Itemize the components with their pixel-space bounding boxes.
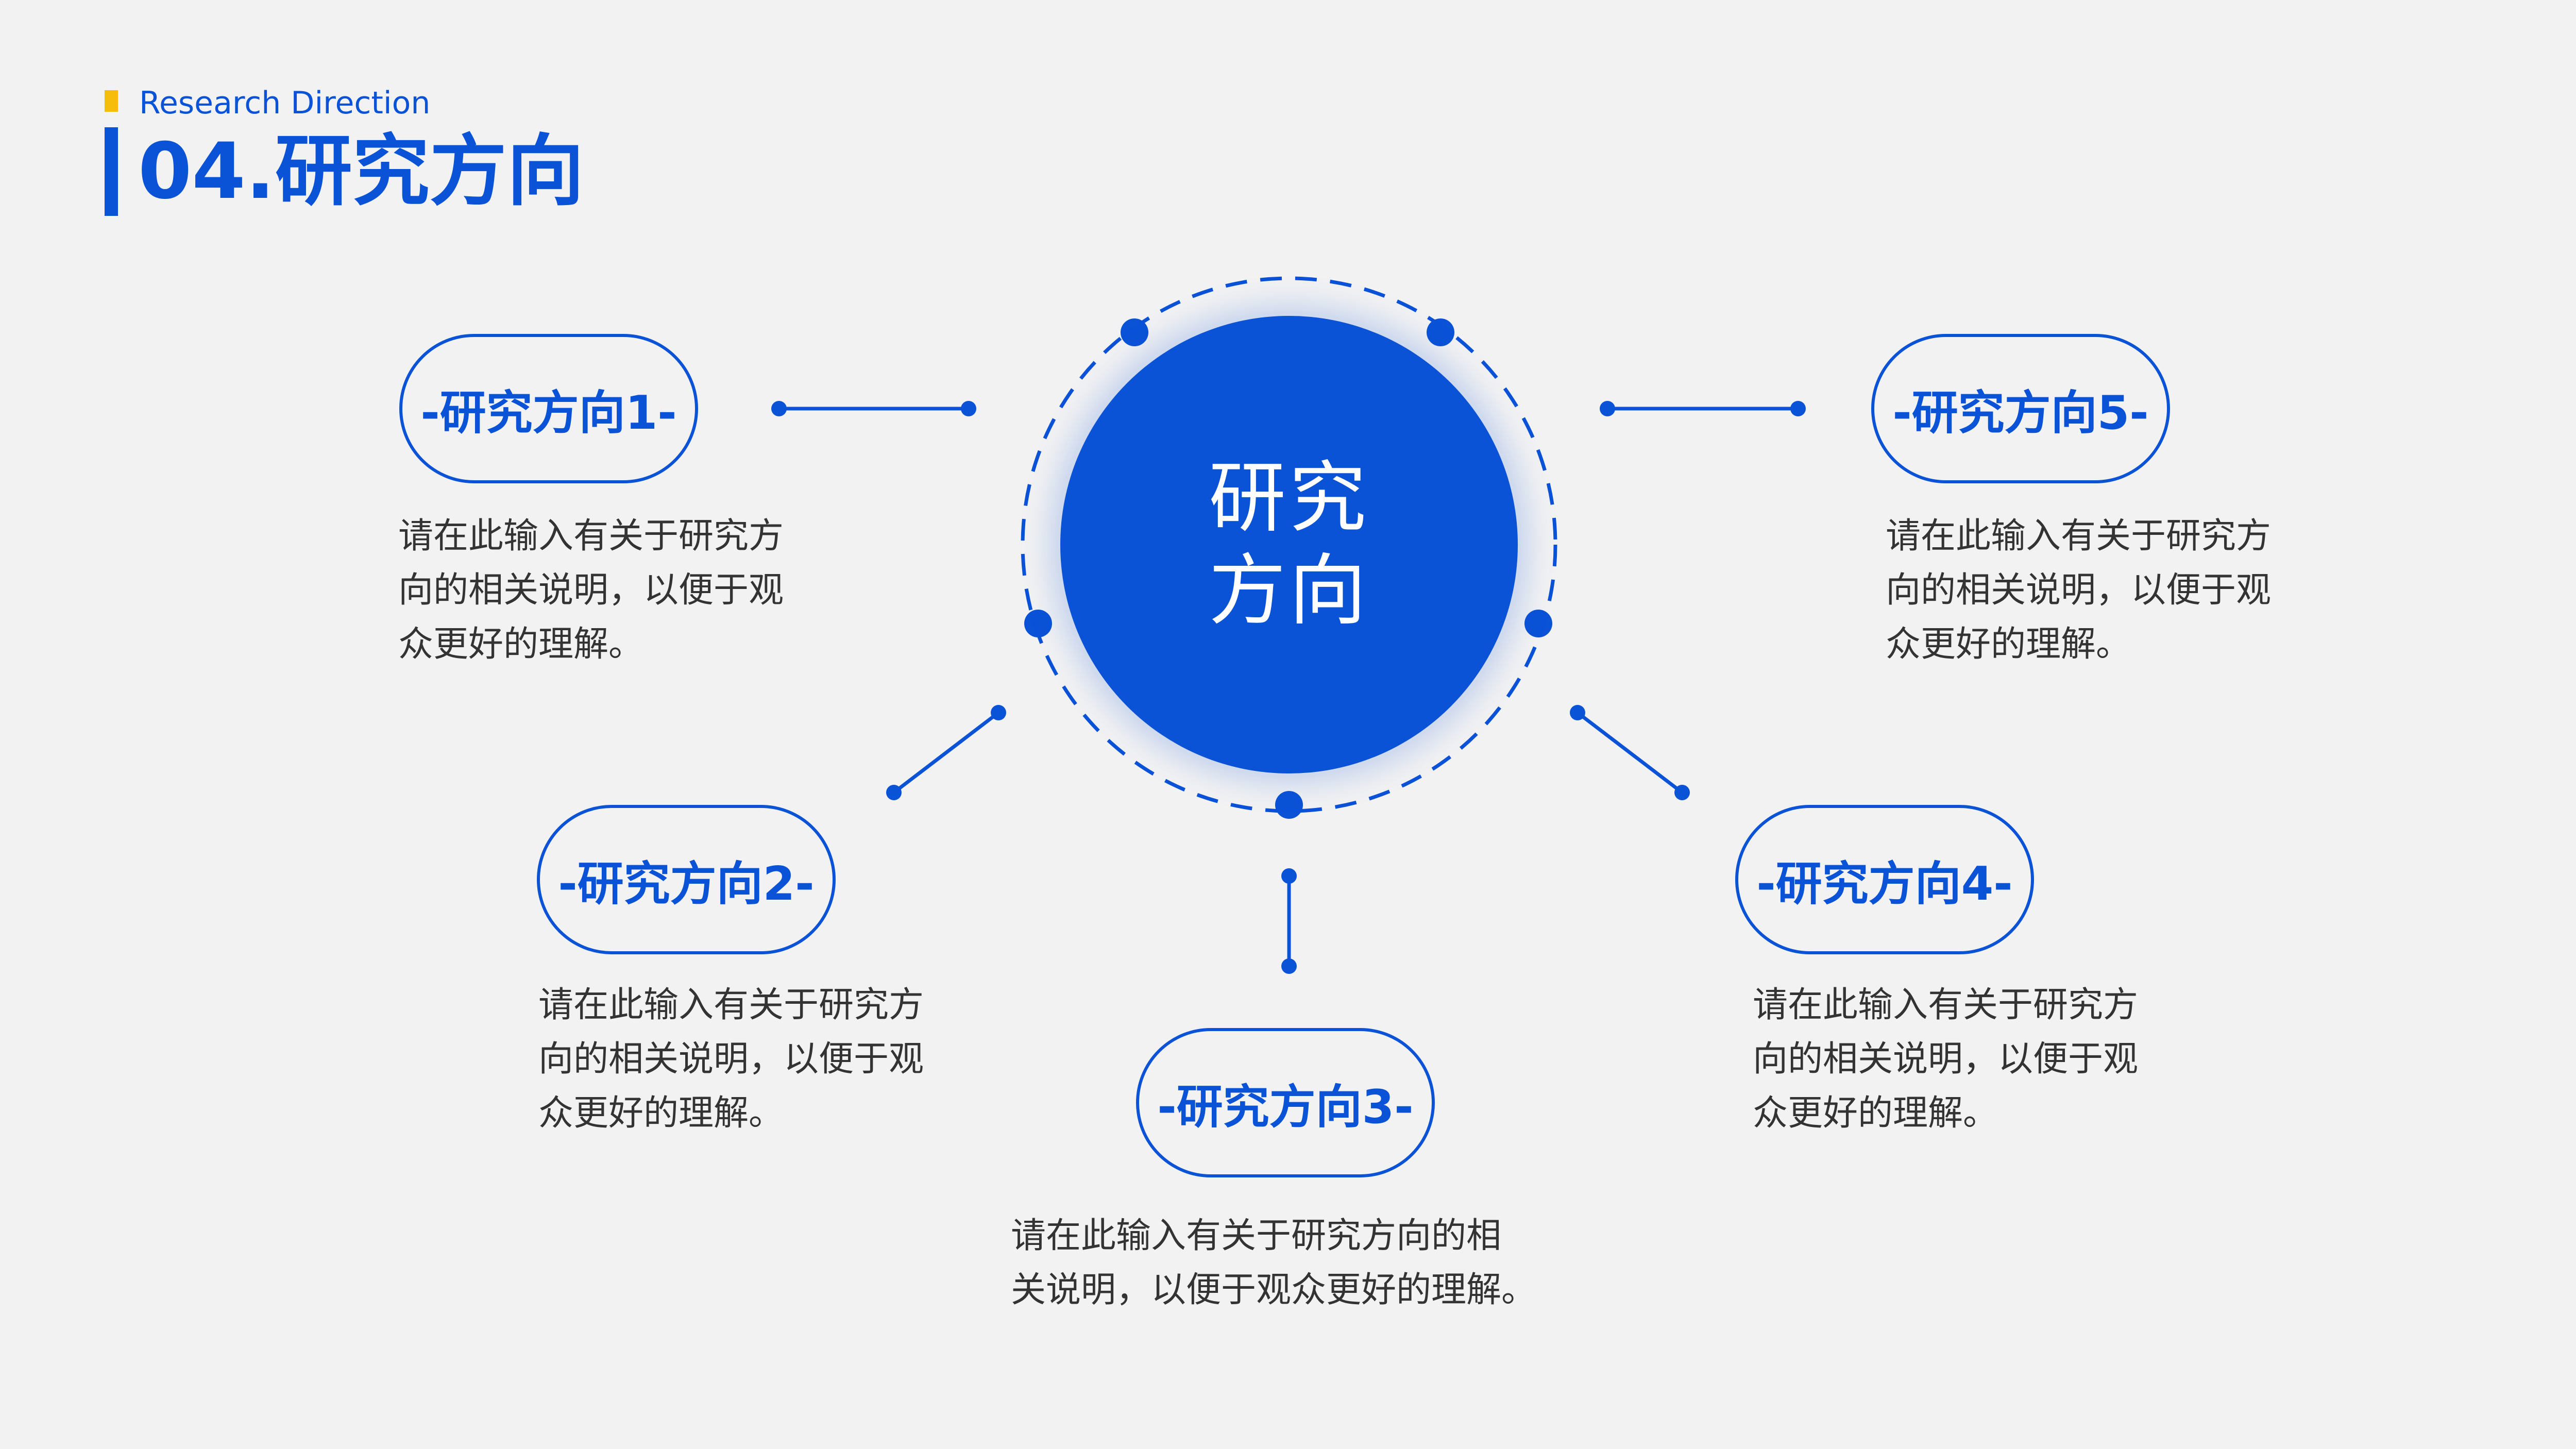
- direction-1-label: -研究方向1-: [420, 386, 677, 440]
- direction-5-desc-line: 请在此输入有关于研究方: [1886, 516, 2272, 557]
- orbit-dot-bottom: [1275, 791, 1303, 819]
- center-text-line-1: 研究: [1208, 453, 1369, 543]
- direction-4-pill: -研究方向4-: [1735, 805, 2034, 954]
- connector-endpoint-1a: [771, 401, 787, 416]
- direction-1-desc-line: 请在此输入有关于研究方: [398, 516, 784, 557]
- direction-3-pill: -研究方向3-: [1136, 1028, 1435, 1177]
- orbit-dot-top-right: [1427, 318, 1454, 346]
- connector-endpoint-4a: [1570, 705, 1585, 720]
- connector-endpoint-1b: [961, 401, 976, 416]
- orbit-dot-right: [1524, 610, 1552, 637]
- dashed-orbit-ring: [1021, 276, 1557, 813]
- connector-endpoint-5a: [1600, 401, 1615, 416]
- connector-endpoint-2b: [886, 785, 902, 800]
- direction-5-description: 请在此输入有关于研究方 向的相关说明，以便于观 众更好的理解。: [1886, 509, 2271, 671]
- direction-2-pill: -研究方向2-: [537, 805, 836, 954]
- connector-line-2: [892, 711, 1000, 794]
- direction-2-desc-line: 众更好的理解。: [538, 1093, 784, 1134]
- page-title: 04.研究方向: [138, 127, 584, 216]
- connector-line-4: [1576, 711, 1684, 794]
- center-circle: 研究 方向: [1060, 316, 1518, 773]
- direction-4-desc-line: 众更好的理解。: [1753, 1093, 1998, 1134]
- direction-1-desc-line: 众更好的理解。: [398, 624, 644, 665]
- direction-4-label: -研究方向4-: [1756, 857, 2013, 911]
- center-text-line-2: 方向: [1208, 546, 1369, 636]
- connector-endpoint-2a: [991, 705, 1006, 720]
- direction-5-pill: -研究方向5-: [1871, 334, 2170, 483]
- direction-4-desc-line: 向的相关说明，以便于观: [1753, 1039, 2139, 1080]
- direction-2-description: 请在此输入有关于研究方 向的相关说明，以便于观 众更好的理解。: [538, 978, 924, 1140]
- header-accent-blue: [105, 127, 118, 216]
- direction-2-desc-line: 向的相关说明，以便于观: [538, 1039, 924, 1080]
- direction-3-label: -研究方向3-: [1157, 1080, 1414, 1134]
- direction-2-desc-line: 请在此输入有关于研究方: [538, 985, 924, 1025]
- connector-endpoint-3a: [1281, 868, 1297, 884]
- direction-4-desc-line: 请在此输入有关于研究方: [1753, 985, 2139, 1025]
- header-subtitle: Research Direction: [139, 85, 431, 121]
- orbit-dot-top-left: [1121, 318, 1148, 346]
- header-accent-yellow: [105, 90, 118, 112]
- direction-3-desc-line: 关说明，以便于观众更好的理解。: [1011, 1270, 1537, 1310]
- direction-1-pill: -研究方向1-: [399, 334, 698, 483]
- direction-4-description: 请在此输入有关于研究方 向的相关说明，以便于观 众更好的理解。: [1753, 978, 2138, 1140]
- direction-1-desc-line: 向的相关说明，以便于观: [398, 570, 784, 611]
- direction-2-label: -研究方向2-: [558, 857, 815, 911]
- connector-endpoint-3b: [1281, 958, 1297, 974]
- direction-5-desc-line: 向的相关说明，以便于观: [1886, 570, 2272, 611]
- connector-endpoint-4b: [1674, 785, 1690, 800]
- orbit-dot-left: [1024, 610, 1052, 637]
- direction-1-description: 请在此输入有关于研究方 向的相关说明，以便于观 众更好的理解。: [398, 509, 784, 671]
- direction-5-label: -研究方向5-: [1892, 386, 2149, 440]
- connector-endpoint-5b: [1790, 401, 1806, 416]
- direction-3-description: 请在此输入有关于研究方向的相 关说明，以便于观众更好的理解。: [1011, 1209, 1536, 1317]
- direction-3-desc-line: 请在此输入有关于研究方向的相: [1011, 1216, 1502, 1256]
- direction-5-desc-line: 众更好的理解。: [1886, 624, 2131, 665]
